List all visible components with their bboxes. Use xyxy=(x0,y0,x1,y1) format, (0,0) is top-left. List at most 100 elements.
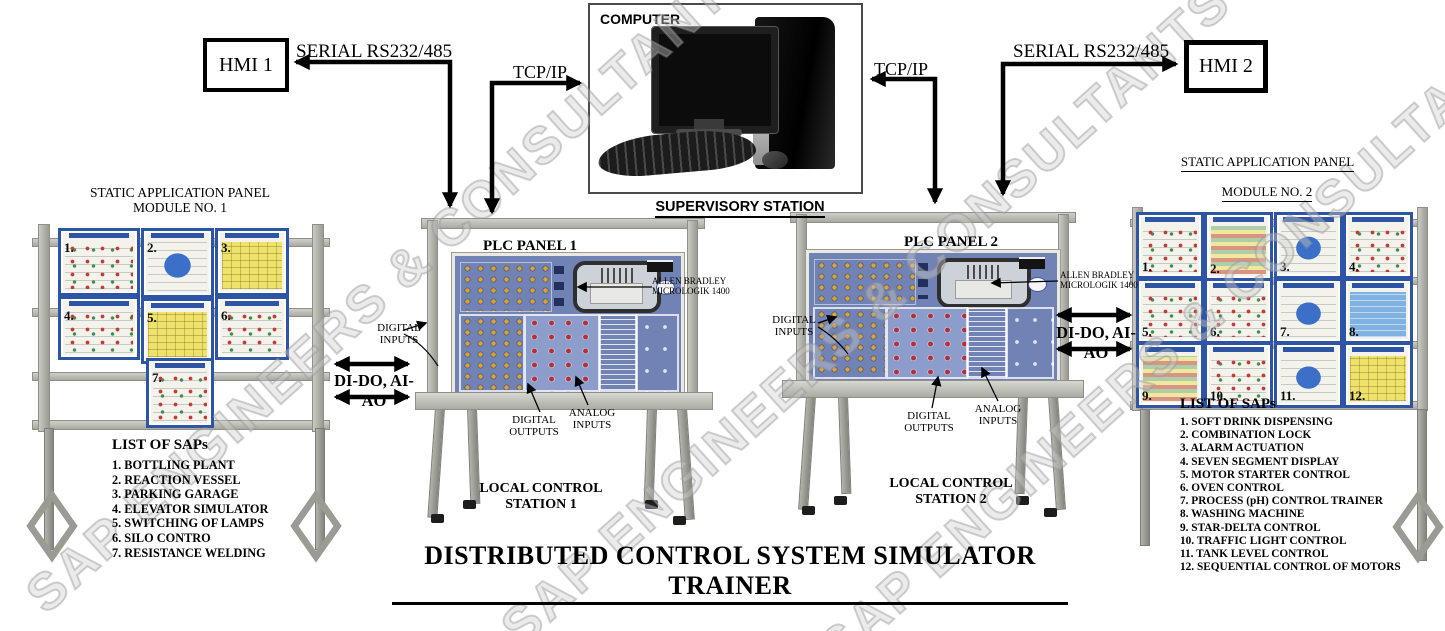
module2-sap-header: LIST OF SAPs xyxy=(1180,396,1276,412)
supervisory-caption: SUPERVISORY STATION xyxy=(640,198,840,218)
sap-item: 8. WASHING MACHINE xyxy=(1180,508,1305,521)
tcp-right-label: TCP/IP xyxy=(874,59,929,79)
dido-right-label: DI-DO, AI-AO xyxy=(1056,323,1136,362)
plc2-digital-input-section xyxy=(813,307,887,379)
tcp-left-line xyxy=(483,74,583,215)
sap-panel: 1. xyxy=(1136,212,1204,279)
hmi1-label: HMI 1 xyxy=(219,53,273,76)
module1-sap-header: LIST OF SAPs xyxy=(112,437,208,453)
panel-art xyxy=(1350,292,1406,337)
plc1-digital-input-section xyxy=(459,314,525,392)
serial-right-label: SERIAL RS232/485 xyxy=(1013,41,1170,62)
sap-item: 10. TRAFFIC LIGHT CONTROL xyxy=(1180,534,1347,547)
hmi2-box: HMI 2 xyxy=(1184,40,1268,93)
plc2-logo xyxy=(1028,277,1047,292)
panel-art xyxy=(1211,226,1266,274)
module1-title-line2: MODULE NO. 1 xyxy=(132,199,228,215)
main-title: DISTRIBUTED CONTROL SYSTEM SIMULATOR TRA… xyxy=(392,541,1068,605)
sap-panel: 5. xyxy=(1136,278,1204,344)
plc1-digital-inputs-label: DIGITAL INPUTS xyxy=(377,322,421,346)
hmi1-box: HMI 1 xyxy=(203,38,289,92)
serial-right-line xyxy=(994,55,1179,197)
plc1-analog-input-section xyxy=(599,314,637,392)
plc2-controller-label: ALLEN BRADLEY MICROLOGIK 1400 xyxy=(1060,270,1138,290)
panel-art xyxy=(1350,356,1406,401)
computer-label: COMPUTER xyxy=(600,11,681,27)
hmi2-label: HMI 2 xyxy=(1199,55,1253,77)
sap-item: 5. MOTOR STARTER CONTROL xyxy=(1180,468,1350,481)
local-control-station-1-caption: LOCAL CONTROL STATION 1 xyxy=(479,481,603,512)
plc2-panel xyxy=(806,250,1060,386)
sap-panel: 7. xyxy=(1274,278,1343,344)
panel-art xyxy=(148,242,207,291)
module1-title: STATIC APPLICATION PANEL MODULE NO. 1 xyxy=(60,185,300,215)
plc2-digital-inputs-lead xyxy=(817,326,849,355)
sap-item: 3. PARKING GARAGE xyxy=(112,487,239,502)
sap-panel: 5. xyxy=(141,298,214,364)
plc2-analog-inputs-pointer xyxy=(981,366,999,402)
module1-sap-list: LIST OF SAPs 1. BOTTLING PLANT 2. REACTI… xyxy=(112,437,327,560)
sap-panel: 3. xyxy=(1274,212,1343,279)
sap-item: 6. OVEN CONTROL xyxy=(1180,482,1284,495)
sap-item: 11. TANK LEVEL CONTROL xyxy=(1180,548,1329,561)
module1-rack: 1. 2. 3. 4. 5. 6. 7. xyxy=(26,222,342,582)
module2-title-line2: MODULE NO. 2 xyxy=(1212,183,1322,202)
plc2-digital-output-section xyxy=(886,307,968,379)
plc1-title: PLC PANEL 1 xyxy=(483,238,577,254)
sap-item: 7. PROCESS (pH) CONTROL TRAINER xyxy=(1180,495,1383,508)
sap-panel: 9. xyxy=(1136,342,1204,408)
sap-item: 4. ELEVATOR SIMULATOR xyxy=(112,501,269,516)
plc1-controller-label: ALLEN BRADLEY MICROLOGIK 1400 xyxy=(652,276,730,296)
panel-art xyxy=(1281,356,1336,401)
computer-monitor-stand xyxy=(694,119,724,129)
plc2-indicators xyxy=(918,263,928,299)
sap-item: 2. COMBINATION LOCK xyxy=(1180,429,1312,442)
sap-panel: 11. xyxy=(1274,342,1343,408)
plc2-digital-outputs-pointer xyxy=(931,375,942,409)
panel-art xyxy=(65,242,133,289)
panel-art xyxy=(153,372,207,421)
tcp-right-line xyxy=(869,70,944,205)
module2-title-line1: STATIC APPLICATION PANEL xyxy=(1160,153,1375,172)
panel-art xyxy=(1281,226,1336,272)
plc1-analog-inputs-label: ANALOG INPUTS xyxy=(568,407,616,431)
plc1-analog-output-section xyxy=(636,314,679,392)
sap-item: 5. SWITCHING OF LAMPS xyxy=(112,516,264,531)
plc1-switch-bank xyxy=(460,262,552,312)
sap-item: 9. STAR-DELTA CONTROL xyxy=(1180,521,1321,534)
sap-panel: 4. xyxy=(1343,212,1413,279)
sap-item: 7. RESISTANCE WELDING xyxy=(112,545,266,560)
plc1-digital-inputs-pointer xyxy=(403,320,428,331)
panel-art xyxy=(1143,226,1197,272)
local-control-station-2-caption: LOCAL CONTROL STATION 2 xyxy=(889,476,1013,507)
sap-panel: 1. xyxy=(58,228,140,296)
plc2-nameplate xyxy=(1019,257,1045,269)
panel-art xyxy=(1143,292,1197,337)
module2-rack: 1. 2. 3. 4. 5. 6. 7. 8. 9. 10. 11. 12. xyxy=(1128,205,1444,570)
local-control-station-2 xyxy=(782,208,1084,523)
sap-panel: 3. xyxy=(215,228,289,296)
panel-art xyxy=(1211,356,1266,401)
panel-art xyxy=(1350,226,1406,272)
plc1-digital-outputs-label: DIGITAL OUTPUTS xyxy=(509,414,559,438)
plc2-digital-inputs-label: DIGITAL INPUTS xyxy=(772,314,816,338)
sap-panel: 10. xyxy=(1204,342,1273,408)
sap-item: 6. SILO CONTRO xyxy=(112,530,211,545)
panel-art xyxy=(222,242,282,289)
sap-item: 12. SEQUENTIAL CONTROL OF MOTORS xyxy=(1180,561,1401,574)
panel-art xyxy=(1143,356,1197,401)
sap-panel: 2. xyxy=(1204,212,1273,281)
plc1-analog-inputs-pointer xyxy=(574,375,589,406)
plc2-analog-output-section xyxy=(1006,307,1054,379)
panel-art xyxy=(1211,292,1266,337)
sap-item: 1. BOTTLING PLANT xyxy=(112,458,235,472)
tcp-left-label: TCP/IP xyxy=(513,62,568,82)
plc1-digital-output-section xyxy=(524,314,600,392)
plc1-nameplate xyxy=(647,260,673,272)
serial-left-line xyxy=(293,53,459,209)
sap-panel: 7. xyxy=(146,358,214,428)
sap-item: 1. SOFT DRINK DISPENSING xyxy=(1180,416,1333,428)
panel-art xyxy=(65,310,133,353)
serial-left-label: SERIAL RS232/485 xyxy=(296,41,453,62)
